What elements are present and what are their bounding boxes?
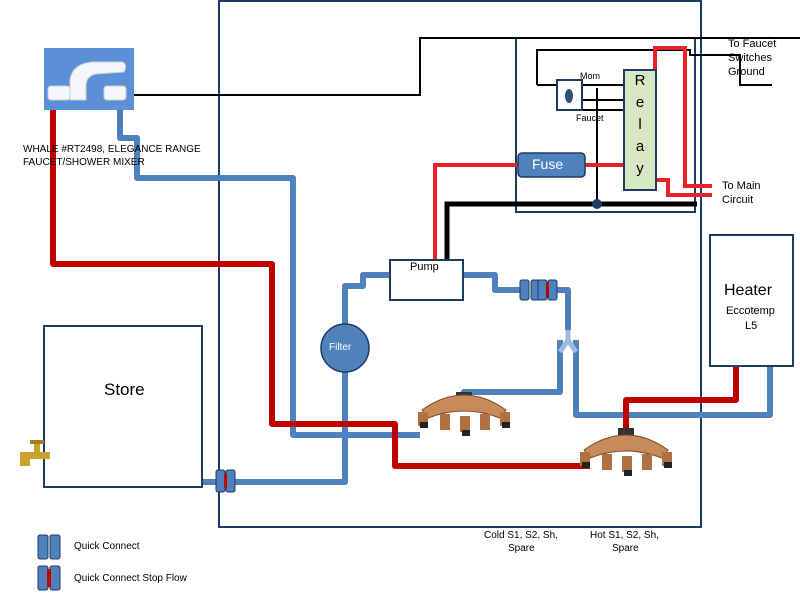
legend-quick-connect-stop-icon [37, 565, 61, 591]
pump [389, 259, 464, 301]
store-tank [43, 325, 203, 488]
heater-title: Heater [724, 282, 773, 299]
ground-junction [592, 199, 602, 209]
ground-wires [130, 37, 800, 204]
faucet-mixer-icon [44, 48, 134, 110]
cold-manifold-line2: Spare [508, 543, 535, 554]
store-label: Store [104, 380, 145, 399]
faucet-caption-line1: WHALE #RT2498, ELEGANCE RANGE [23, 144, 201, 155]
fuse [517, 152, 586, 178]
faucet-switch-label: Faucet [576, 113, 604, 123]
relay-letter: R [634, 72, 646, 89]
hot-manifold-line1: Hot S1, S2, Sh, [590, 530, 659, 541]
relay-letter: y [636, 160, 644, 177]
to-faucet-line1: To Faucet [728, 38, 777, 50]
mom-label: Mom [580, 71, 600, 81]
relay-letter: e [635, 94, 645, 111]
splitter [557, 330, 579, 354]
hot-manifold-line2: Spare [612, 543, 639, 554]
faucet-caption-line2: FAUCET/SHOWER MIXER [23, 157, 145, 168]
cold-manifold-line1: Cold S1, S2, Sh, [484, 530, 558, 541]
quick-connect-stop-flow-icon [537, 279, 558, 301]
legend-quick-connect-stop-label: Quick Connect Stop Flow [74, 573, 187, 584]
relay [623, 69, 657, 191]
to-main-line2: Circuit [722, 194, 754, 206]
legend-quick-connect-icon [37, 534, 61, 560]
heater-model-line1: Eccotemp [726, 305, 775, 317]
relay-letter: l [638, 116, 642, 133]
quick-connect-icon [519, 279, 541, 301]
relay-letter: a [635, 138, 645, 155]
main-ground-wire [444, 201, 697, 270]
cold-manifold-icon [418, 392, 510, 436]
switch-button-icon [565, 89, 573, 103]
to-faucet-line2: Switches [728, 52, 773, 64]
hot-manifold-icon [580, 428, 672, 476]
hot-water-lines [50, 100, 739, 469]
heater-model-line2: L5 [745, 320, 758, 332]
relay-label: R e l a y [632, 70, 648, 180]
power-wires [433, 46, 712, 270]
filter-label: Filter [329, 342, 352, 353]
filter [320, 323, 370, 373]
to-faucet-line3: Ground [728, 66, 765, 78]
quick-connect-stop-flow-icon [215, 469, 236, 493]
legend-quick-connect-label: Quick Connect [74, 541, 140, 552]
heater [709, 234, 794, 367]
fuse-label: Fuse [532, 156, 564, 172]
pump-label: Pump [410, 261, 439, 273]
to-main-line1: To Main [722, 180, 761, 192]
spigot-icon [20, 440, 50, 466]
